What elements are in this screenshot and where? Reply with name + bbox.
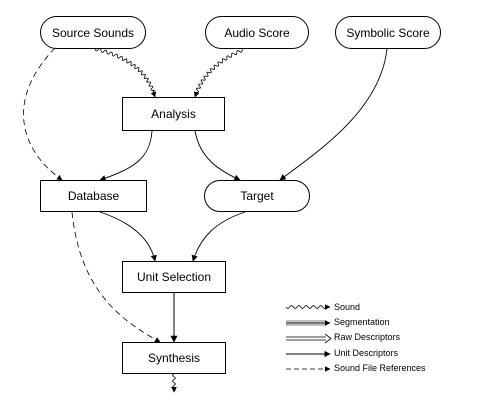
legend-sound-file-references-label: Sound File References [334, 363, 426, 373]
edge-target-to-unitselection [191, 211, 246, 262]
legend-raw-descriptors-line [286, 333, 332, 344]
node-analysis-label: Analysis [151, 107, 196, 121]
edge-database-to-unitselection [99, 211, 157, 262]
legend-raw-descriptors-label: Raw Descriptors [334, 332, 401, 342]
node-audio-score[interactable]: Audio Score [205, 16, 309, 49]
legend-sound-label: Sound [334, 302, 361, 312]
node-source-sounds[interactable]: Source Sounds [40, 16, 146, 49]
legend-segmentation-line [286, 320, 331, 326]
node-analysis[interactable]: Analysis [122, 97, 225, 131]
node-unit-selection-label: Unit Selection [136, 270, 212, 284]
edge-analysis-to-database [99, 130, 153, 182]
node-synthesis[interactable]: Synthesis [122, 342, 226, 374]
node-synthesis-label: Synthesis [147, 351, 201, 365]
edge-symbolic-to-target [279, 48, 388, 181]
node-unit-selection[interactable]: Unit Selection [122, 261, 226, 293]
node-source-sounds-label: Source Sounds [51, 25, 135, 40]
legend-unit-descriptors-label: Unit Descriptors [334, 348, 399, 358]
edge-audio-to-analysis [193, 47, 246, 98]
edge-source-to-database [23, 47, 63, 181]
node-database-label: Database [67, 189, 120, 203]
node-target[interactable]: Target [204, 180, 310, 212]
node-audio-score-label: Audio Score [224, 25, 290, 40]
node-symbolic-score[interactable]: Symbolic Score [335, 16, 441, 49]
legend-segmentation-label: Segmentation [334, 317, 390, 327]
edge-analysis-to-target [194, 130, 241, 181]
edge-synthesis-output [171, 373, 177, 393]
node-symbolic-score-label: Symbolic Score [346, 25, 430, 40]
node-database[interactable]: Database [40, 180, 147, 212]
node-target-label: Target [240, 189, 274, 203]
edge-source-to-analysis [94, 48, 157, 98]
edge-database-to-synthesis [71, 211, 161, 343]
legend-sound-line [285, 304, 331, 310]
